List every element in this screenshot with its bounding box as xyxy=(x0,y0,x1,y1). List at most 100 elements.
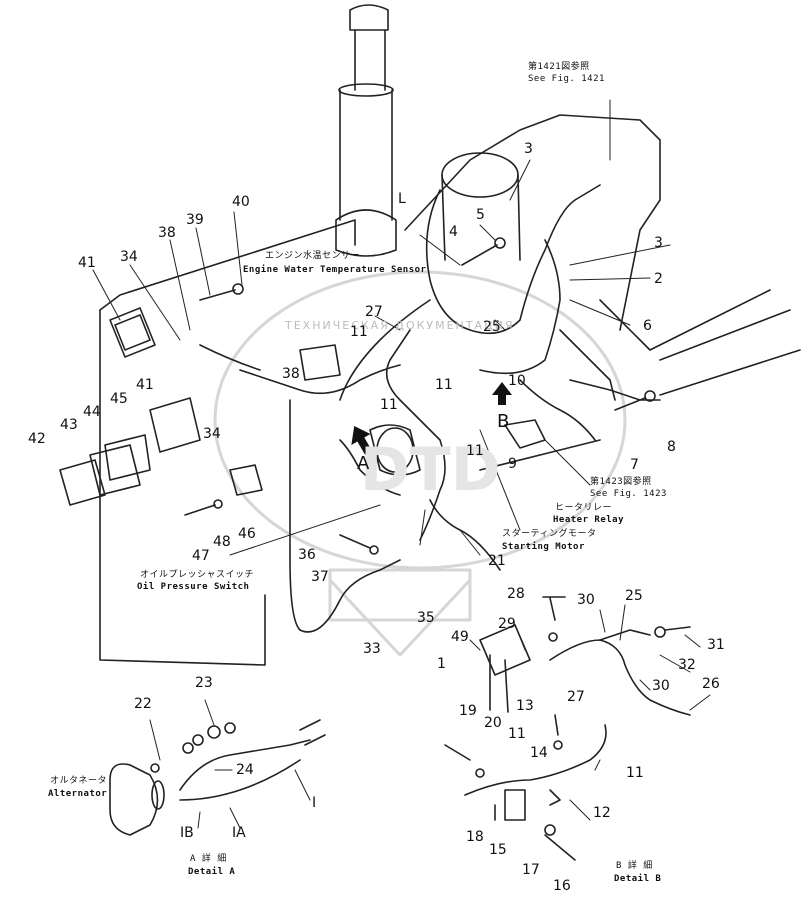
callout-8: 8 xyxy=(667,439,676,455)
callout-11-f: 11 xyxy=(626,765,644,781)
callout-47: 47 xyxy=(192,548,210,564)
view-a-label: A xyxy=(357,453,370,474)
callout-43: 43 xyxy=(60,417,78,433)
caption-starting-motor-jp: スターティングモータ xyxy=(502,529,597,539)
caption-detail-a-jp: A 詳 細 xyxy=(190,854,227,864)
caption-detail-a: Detail A xyxy=(188,867,236,877)
caption-see-fig-1423-jp: 第1423図参照 xyxy=(590,477,652,487)
callout-16: 16 xyxy=(553,878,571,894)
callout-5: 5 xyxy=(476,207,485,223)
arrow-b-icon xyxy=(492,382,512,405)
caption-see-fig-1423: See Fig. 1423 xyxy=(590,489,667,499)
callout-14: 14 xyxy=(530,745,548,761)
callout-L: L xyxy=(398,191,406,207)
callout-39: 39 xyxy=(186,212,204,228)
callout-11-c: 11 xyxy=(435,377,453,393)
callout-19: 19 xyxy=(459,703,477,719)
alternator xyxy=(109,763,159,836)
caption-alternator-jp: オルタネータ xyxy=(50,776,108,786)
caption-detail-b: Detail B xyxy=(614,874,662,884)
bolt-4 xyxy=(461,237,506,266)
callout-11-a: 11 xyxy=(350,324,368,340)
caption-engine-water-temp-jp: エンジン水温センサー xyxy=(265,251,361,261)
caption-alternator: Alternator xyxy=(48,789,108,799)
callout-13: 13 xyxy=(516,698,534,714)
detail-b xyxy=(444,596,711,861)
callout-29: 29 xyxy=(498,616,516,632)
connector-group-42-45 xyxy=(59,397,201,506)
intake-ring xyxy=(441,152,519,198)
callout-40: 40 xyxy=(232,194,250,210)
detail-a xyxy=(109,699,326,836)
watermark-tagline: ТЕХНИЧЕСКАЯ ДОКУМЕНТАЦИЯ xyxy=(285,319,515,332)
callout-3: 3 xyxy=(524,141,533,157)
callout-12: 12 xyxy=(593,805,611,821)
callout-11-d: 11 xyxy=(466,443,484,459)
starting-motor xyxy=(369,424,421,476)
callout-21: 21 xyxy=(488,553,506,569)
callout-41-b: 41 xyxy=(136,377,154,393)
callout-45: 45 xyxy=(110,391,128,407)
callout-27: 27 xyxy=(365,304,383,320)
callout-15: 15 xyxy=(489,842,507,858)
callout-46: 46 xyxy=(238,526,256,542)
callout-34-b: 34 xyxy=(203,426,221,442)
arrow-a-icon xyxy=(351,426,372,455)
bolt-36 xyxy=(339,534,379,555)
callout-31: 31 xyxy=(707,637,725,653)
callout-41: 41 xyxy=(78,255,96,271)
callout-1-a: I xyxy=(312,795,317,811)
callout-1-det: 1 xyxy=(437,656,446,672)
caption-heater-relay-jp: ヒータリレー xyxy=(555,503,613,513)
callout-48: 48 xyxy=(213,534,231,550)
callout-17: 17 xyxy=(522,862,540,878)
callout-30-b: 30 xyxy=(652,678,670,694)
callout-1A: IA xyxy=(232,825,246,841)
callout-10: 10 xyxy=(508,373,526,389)
callout-37: 37 xyxy=(311,569,329,585)
callout-32: 32 xyxy=(678,657,696,673)
callout-33: 33 xyxy=(363,641,381,657)
callout-11-b: 11 xyxy=(380,397,398,413)
callout-38-b: 38 xyxy=(282,366,300,382)
callout-36: 36 xyxy=(298,547,316,563)
bolt-39 xyxy=(199,283,244,301)
callout-3-b: 3 xyxy=(654,235,663,251)
frame-outline xyxy=(99,309,266,666)
callout-28: 28 xyxy=(507,586,525,602)
callout-34: 34 xyxy=(120,249,138,265)
bolt-47 xyxy=(184,499,223,516)
callout-25: 25 xyxy=(483,319,501,335)
connector-41-top xyxy=(109,307,156,358)
callout-1B: IB xyxy=(180,825,194,841)
caption-oil-pressure-switch-jp: オイルプレッシャスイッチ xyxy=(140,570,255,580)
caption-oil-pressure-switch: Oil Pressure Switch xyxy=(137,582,250,592)
view-b-label: B xyxy=(497,411,510,432)
callout-18: 18 xyxy=(466,829,484,845)
watermark-logo-text: DTD xyxy=(360,435,501,505)
callout-42: 42 xyxy=(28,431,46,447)
callout-26: 26 xyxy=(702,676,720,692)
water-temp-sensor xyxy=(299,344,341,381)
callout-4: 4 xyxy=(449,224,458,240)
callout-44: 44 xyxy=(83,404,101,420)
caption-detail-b-jp: B 詳 細 xyxy=(616,861,653,871)
bolt-7 xyxy=(614,390,656,411)
caption-heater-relay: Heater Relay xyxy=(553,515,625,525)
main-harness xyxy=(425,184,601,335)
exhaust-pipe xyxy=(354,29,386,91)
callout-49: 49 xyxy=(451,629,469,645)
callout-9: 9 xyxy=(508,456,517,472)
oil-pressure-switch xyxy=(229,464,263,496)
callout-7: 7 xyxy=(630,457,639,473)
callout-23: 23 xyxy=(195,675,213,691)
caption-starting-motor: Starting Motor xyxy=(502,542,585,552)
callout-24: 24 xyxy=(236,762,254,778)
callout-22: 22 xyxy=(134,696,152,712)
callout-30: 30 xyxy=(577,592,595,608)
callout-35: 35 xyxy=(417,610,435,626)
watermark-logo xyxy=(213,270,627,657)
caption-engine-water-temp: Engine Water Temperature Sensor xyxy=(243,265,427,275)
